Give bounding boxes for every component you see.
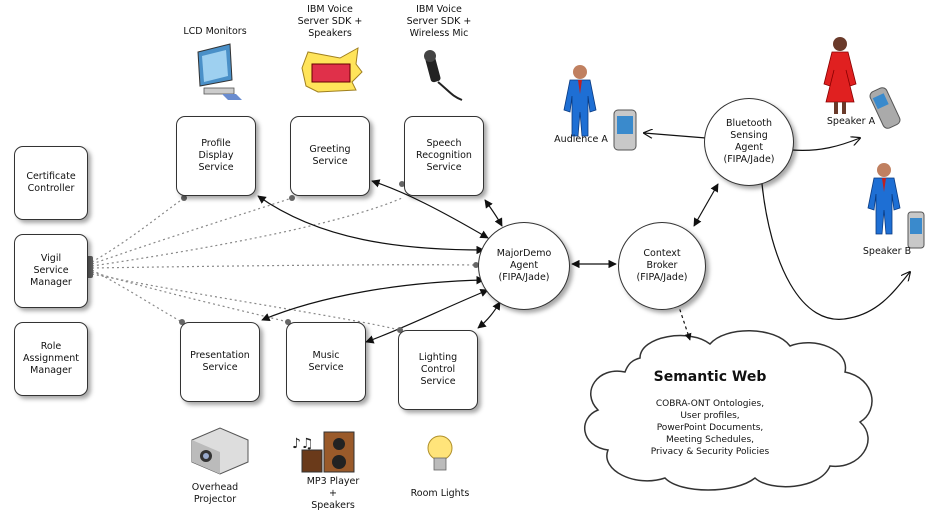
audience-a-label: Audience A	[554, 134, 608, 145]
connection-dots	[179, 181, 479, 333]
lcd-monitors-label: LCD Monitors	[183, 26, 247, 37]
bluetooth-audience-arrow	[644, 133, 707, 139]
ibm-speakers-label: IBM Voice Server SDK + Speakers	[297, 4, 363, 39]
vigil-to-greeting-link	[91, 197, 293, 265]
role-assignment-manager-box[interactable]: Role Assignment Manager	[14, 322, 88, 396]
presentation-service-box[interactable]: Presentation Service	[180, 322, 260, 402]
bluetooth-sensing-agent-node[interactable]: Bluetooth Sensing Agent (FIPA/Jade)	[704, 98, 794, 186]
semantic-web-cloud	[583, 330, 873, 491]
bluetooth-sensing-agent-label: Bluetooth Sensing Agent (FIPA/Jade)	[723, 118, 775, 165]
music-service-label: Music Service	[308, 350, 344, 373]
majordemo-agent-label: MajorDemo Agent (FIPA/Jade)	[496, 248, 552, 283]
majordemo-agent-node[interactable]: MajorDemo Agent (FIPA/Jade)	[478, 222, 570, 310]
speaker-b-person-icon	[867, 163, 901, 235]
light-bulb-icon	[427, 435, 453, 471]
context-broker-label: Context Broker (FIPA/Jade)	[636, 248, 688, 283]
majordemo-music-arrow	[365, 289, 489, 344]
vigil-to-profile-link	[91, 197, 185, 263]
majordemo-lighting-arrow	[477, 301, 501, 329]
mp3-player-icon: ♪♫	[292, 431, 355, 473]
speaker-b-pda-icon	[907, 211, 925, 249]
profile-display-service-label: Profile Display Service	[198, 138, 234, 173]
lighting-control-service-box[interactable]: Lighting Control Service	[398, 330, 478, 410]
broker-bluetooth-arrow	[693, 183, 719, 227]
projector-label: Overhead Projector	[191, 482, 239, 505]
semantic-web-title: Semantic Web	[653, 369, 767, 385]
certificate-controller-label: Certificate Controller	[26, 171, 76, 194]
projector-icon	[191, 427, 249, 475]
speech-recognition-service-box[interactable]: Speech Recognition Service	[404, 116, 484, 196]
majordemo-presentation-arrow	[261, 275, 485, 321]
certificate-controller-box[interactable]: Certificate Controller	[14, 146, 88, 220]
audience-a-pda-icon	[613, 109, 637, 151]
speech-recognition-service-label: Speech Recognition Service	[416, 138, 472, 173]
bluetooth-speaker-b-arrow	[761, 183, 910, 320]
speaker-a-label: Speaker A	[826, 116, 876, 127]
majordemo-greeting-arrow	[371, 179, 489, 239]
vigil-to-majordemo-link	[91, 264, 475, 269]
music-service-box[interactable]: Music Service	[286, 322, 366, 402]
ibm-mic-label: IBM Voice Server SDK + Wireless Mic	[406, 4, 472, 39]
vigil-connections	[91, 197, 475, 331]
room-lights-label: Room Lights	[410, 488, 470, 499]
majordemo-profile-arrow	[257, 195, 485, 255]
vigil-to-presentation-link	[91, 269, 183, 323]
greeting-service-box[interactable]: Greeting Service	[290, 116, 370, 196]
lighting-control-service-label: Lighting Control Service	[418, 352, 458, 387]
profile-display-service-box[interactable]: Profile Display Service	[176, 116, 256, 196]
microphone-icon	[424, 50, 463, 101]
mp3-label: MP3 Player + Speakers	[306, 476, 360, 511]
bluetooth-speaker-a-arrow	[791, 138, 860, 151]
vigil-service-manager-box[interactable]: Vigil Service Manager	[14, 234, 88, 308]
role-assignment-manager-label: Role Assignment Manager	[23, 341, 79, 376]
speaker-a-person-icon	[823, 37, 857, 114]
context-broker-node[interactable]: Context Broker (FIPA/Jade)	[618, 222, 706, 310]
majordemo-speech-arrow	[484, 199, 503, 227]
semantic-web-contents: COBRA-ONT Ontologies, User profiles, Pow…	[650, 399, 770, 457]
lcd-monitor-icon	[197, 43, 242, 100]
majordemo-service-links	[257, 133, 910, 344]
speaker-b-label: Speaker B	[862, 246, 912, 257]
presentation-service-label: Presentation Service	[190, 350, 250, 373]
speaker-a-phone-icon	[869, 87, 901, 129]
vigil-service-manager-label: Vigil Service Manager	[30, 253, 72, 288]
greeting-service-label: Greeting Service	[309, 144, 351, 167]
svg-text:♪♫: ♪♫	[292, 436, 314, 452]
speaker-device-icon	[301, 47, 363, 93]
audience-a-person-icon	[563, 65, 597, 137]
